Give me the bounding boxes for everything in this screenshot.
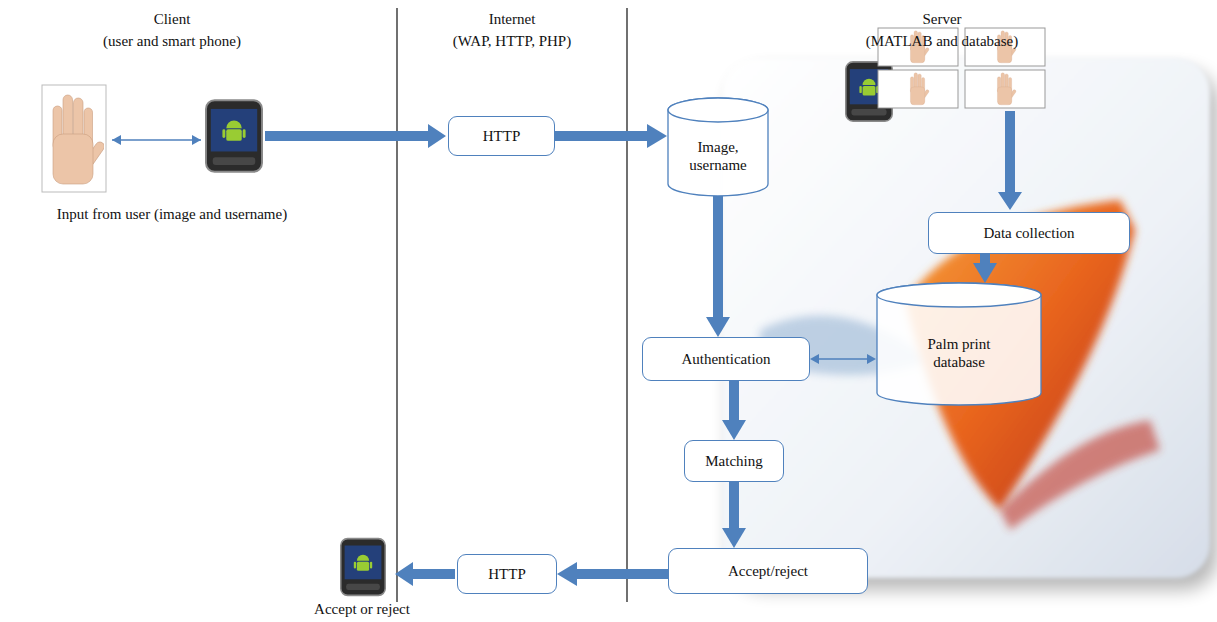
column-heading: Server [722, 10, 1162, 28]
flow-arrow [729, 482, 739, 530]
node-text-group: Data collection [983, 224, 1074, 242]
cylinder-body [668, 98, 768, 196]
flow-arrow [729, 381, 739, 422]
node-label: HTTP [483, 127, 521, 145]
link-arrow [818, 358, 868, 359]
cylinder-top [668, 98, 768, 122]
column-heading: (WAP, HTTP, PHP) [292, 32, 732, 50]
flow-arrow [713, 196, 723, 319]
node-label: HTTP [488, 565, 526, 583]
process-box: Accept/reject [668, 548, 868, 594]
flow-arrow [980, 254, 990, 265]
caption-label: Accept or reject [142, 600, 582, 618]
node-text-group: Matching [705, 452, 763, 470]
node-text-group: Accept/reject [728, 562, 808, 580]
node-label: Authentication [681, 350, 770, 368]
node-label: Image, username [675, 138, 761, 174]
column-heading: Client [0, 10, 392, 28]
process-box: Authentication [642, 337, 810, 381]
caption-label: Input from user (image and username) [0, 205, 392, 223]
process-box: Data collection [928, 212, 1130, 254]
process-box: Matching [684, 440, 784, 482]
node-label: Palm print database [909, 335, 1009, 371]
node-label: Data collection [983, 224, 1074, 242]
node-label: Accept/reject [728, 562, 808, 580]
node-text-group: HTTP [483, 127, 521, 145]
cylinder-top [877, 283, 1041, 307]
cylinder-body [877, 283, 1041, 405]
database-cylinder: Image, username [667, 98, 769, 196]
process-box: HTTP [448, 116, 555, 156]
column-heading: (MATLAB and database) [722, 32, 1162, 50]
node-text-group: HTTP [488, 565, 526, 583]
flow-arrow [575, 569, 668, 579]
node-label: Matching [705, 452, 763, 470]
database-cylinder: Palm print database [876, 283, 1042, 405]
node-text-group: Image, username [675, 138, 761, 174]
node-text-group: Authentication [681, 350, 770, 368]
flow-arrow [555, 131, 649, 141]
process-box: HTTP [457, 554, 557, 594]
column-heading: (user and smart phone) [0, 32, 392, 50]
node-text-group: Palm print database [909, 335, 1009, 371]
column-heading: Internet [292, 10, 732, 28]
